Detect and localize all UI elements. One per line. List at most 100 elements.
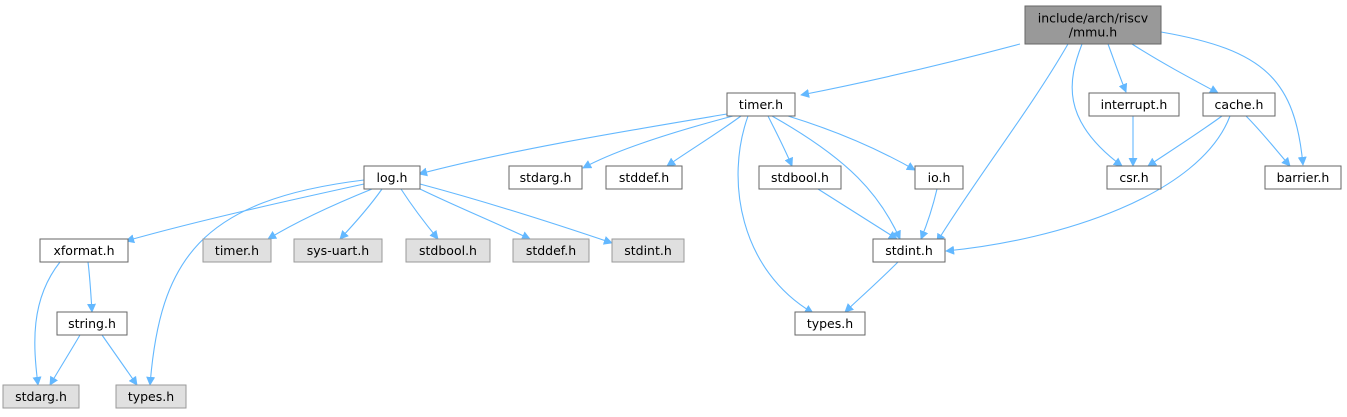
node-stddef-h-1[interactable]: stddef.h <box>605 165 683 190</box>
node-label: /mmu.h <box>1069 25 1117 40</box>
edge-timer_h-to-io_h <box>787 115 916 171</box>
edge-stdint_h-to-types_h <box>844 261 899 313</box>
node-label: types.h <box>128 389 174 404</box>
node-box <box>872 238 946 263</box>
node-label: timer.h <box>739 97 783 112</box>
node-box <box>1264 165 1342 190</box>
node-label: sys-uart.h <box>307 243 369 258</box>
node-label: stdarg.h <box>520 170 572 185</box>
node-box <box>56 311 128 336</box>
node-label: types.h <box>807 316 853 331</box>
edge-log_h-to-types_h_sys <box>146 179 365 386</box>
edge-string_h-to-stdarg_h_sys <box>49 334 81 386</box>
edge-timer_h-to-types_h <box>737 115 814 314</box>
node-log-h[interactable]: log.h <box>363 165 421 190</box>
edge-log_h-to-timer_h_sys <box>267 188 373 240</box>
node-box <box>363 165 421 190</box>
node-box <box>512 238 590 263</box>
node-types-h[interactable]: types.h <box>794 311 866 336</box>
node-box <box>1088 92 1180 117</box>
edge-log_h-to-stddef_h_sys <box>419 188 531 240</box>
node-box <box>611 238 685 263</box>
edge-timer_h-to-log_h <box>418 113 728 177</box>
node-timer-h[interactable]: timer.h <box>726 92 796 117</box>
edge-timer_h-to-stdint_h <box>771 115 901 240</box>
edge-stdbool_h_1-to-stdint_h <box>817 188 898 240</box>
node-box <box>794 311 866 336</box>
edge-root-to-cache_h <box>1131 43 1219 94</box>
node-root: include/arch/riscv/mmu.h <box>1024 5 1162 45</box>
edge-timer_h-to-stddef_h_1 <box>666 115 742 167</box>
node-label: csr.h <box>1119 170 1148 185</box>
node-stdarg-h-sys: stdarg.h <box>2 384 80 409</box>
node-box <box>508 165 583 190</box>
node-interrupt-h[interactable]: interrupt.h <box>1088 92 1180 117</box>
node-stdint-h-sys: stdint.h <box>611 238 685 263</box>
node-box <box>2 384 80 409</box>
node-label: cache.h <box>1215 97 1264 112</box>
node-box <box>1024 5 1162 45</box>
node-label: string.h <box>68 316 116 331</box>
edge-log_h-to-sys_uart_h <box>339 188 383 240</box>
node-label: barrier.h <box>1277 170 1330 185</box>
node-box <box>1106 165 1162 190</box>
node-stdbool-h-1[interactable]: stdbool.h <box>758 165 842 190</box>
node-label: stddef.h <box>526 243 576 258</box>
edge-string_h-to-types_h_sys <box>101 334 138 386</box>
node-stdbool-h-sys: stdbool.h <box>405 238 491 263</box>
edges-layer <box>32 31 1307 386</box>
edge-xformat_h-to-string_h <box>87 261 97 313</box>
node-box <box>293 238 383 263</box>
edge-log_h-to-stdint_h_sys <box>419 183 613 245</box>
node-stdarg-h-1[interactable]: stdarg.h <box>508 165 583 190</box>
node-io-h[interactable]: io.h <box>914 165 964 190</box>
node-label: stdint.h <box>885 243 933 258</box>
edge-cache_h-to-csr_h <box>1147 115 1223 167</box>
edge-cache_h-to-barrier_h <box>1245 115 1291 167</box>
node-box <box>605 165 683 190</box>
node-label: stdbool.h <box>771 170 829 185</box>
node-types-h-sys: types.h <box>115 384 187 409</box>
node-label: stdint.h <box>624 243 672 258</box>
edge-cache_h-to-stdint_h <box>945 115 1231 255</box>
node-label: xformat.h <box>54 243 115 258</box>
edge-log_h-to-stdbool_h_sys <box>400 188 439 240</box>
node-timer-h-sys: timer.h <box>202 238 272 263</box>
node-box <box>914 165 964 190</box>
node-label: timer.h <box>215 243 259 258</box>
edge-io_h-to-stdint_h <box>919 188 938 240</box>
node-string-h[interactable]: string.h <box>56 311 128 336</box>
node-label: interrupt.h <box>1101 97 1168 112</box>
node-box <box>726 92 796 117</box>
edge-log_h-to-xformat_h <box>125 183 365 244</box>
node-sys-uart-h: sys-uart.h <box>293 238 383 263</box>
node-box <box>405 238 491 263</box>
edge-root-to-barrier_h <box>1160 31 1307 166</box>
node-label: stdbool.h <box>419 243 477 258</box>
edge-timer_h-to-stdarg_h_1 <box>582 115 734 169</box>
edge-xformat_h-to-stdarg_h_sys <box>32 261 61 386</box>
edge-root-to-interrupt_h <box>1107 43 1128 93</box>
node-box <box>758 165 842 190</box>
edge-root-to-stdint_h <box>936 43 1069 243</box>
node-cache-h[interactable]: cache.h <box>1202 92 1276 117</box>
node-stdint-h[interactable]: stdint.h <box>872 238 946 263</box>
node-box <box>1202 92 1276 117</box>
nodes-layer: include/arch/riscv/mmu.h timer.h interrupt… <box>2 5 1342 409</box>
node-label: io.h <box>928 170 951 185</box>
node-csr-h[interactable]: csr.h <box>1106 165 1162 190</box>
node-label: stddef.h <box>619 170 669 185</box>
edge-root-to-csr_h <box>1071 43 1123 167</box>
node-label: include/arch/riscv <box>1038 11 1149 26</box>
node-label: stdarg.h <box>15 389 67 404</box>
edge-root-to-timer_h <box>800 43 1021 98</box>
node-stddef-h-sys: stddef.h <box>512 238 590 263</box>
node-label: log.h <box>377 170 408 185</box>
node-box <box>115 384 187 409</box>
node-xformat-h[interactable]: xformat.h <box>39 238 129 263</box>
node-box <box>39 238 129 263</box>
edge-timer_h-to-stdbool_h_1 <box>767 115 793 167</box>
node-box <box>202 238 272 263</box>
node-barrier-h[interactable]: barrier.h <box>1264 165 1342 190</box>
